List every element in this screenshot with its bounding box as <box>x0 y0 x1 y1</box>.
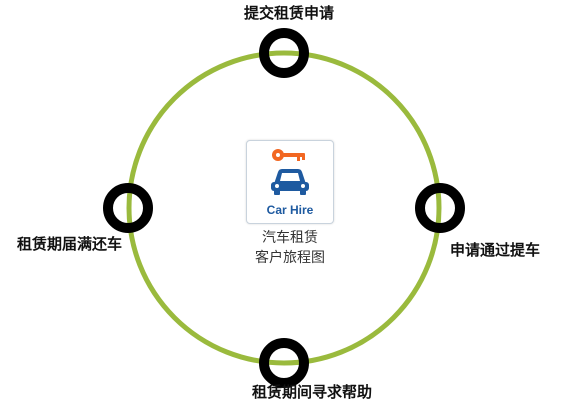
car-hire-badge: Car Hire <box>246 140 334 224</box>
step-label-submit-application: 提交租赁申请 <box>243 4 334 22</box>
step-label-approved-pickup: 申请通过提车 <box>450 241 541 259</box>
hub-title-line-1: 汽车租赁 <box>262 230 318 246</box>
badge-label: Car Hire <box>266 203 314 217</box>
node-right <box>415 183 465 233</box>
car-icon <box>271 169 309 195</box>
journey-ring <box>126 50 442 366</box>
key-icon <box>272 149 305 161</box>
step-label-seek-help: 租赁期间寻求帮助 <box>251 383 372 401</box>
hub-title-line-2: 客户旅程图 <box>255 250 325 266</box>
node-bottom <box>259 338 309 388</box>
badge-graphic <box>271 149 309 195</box>
node-top <box>259 28 309 78</box>
node-left <box>103 183 153 233</box>
step-label-return-car: 租赁期届满还车 <box>17 235 123 253</box>
hub-title: 汽车租赁 客户旅程图 <box>222 228 358 268</box>
